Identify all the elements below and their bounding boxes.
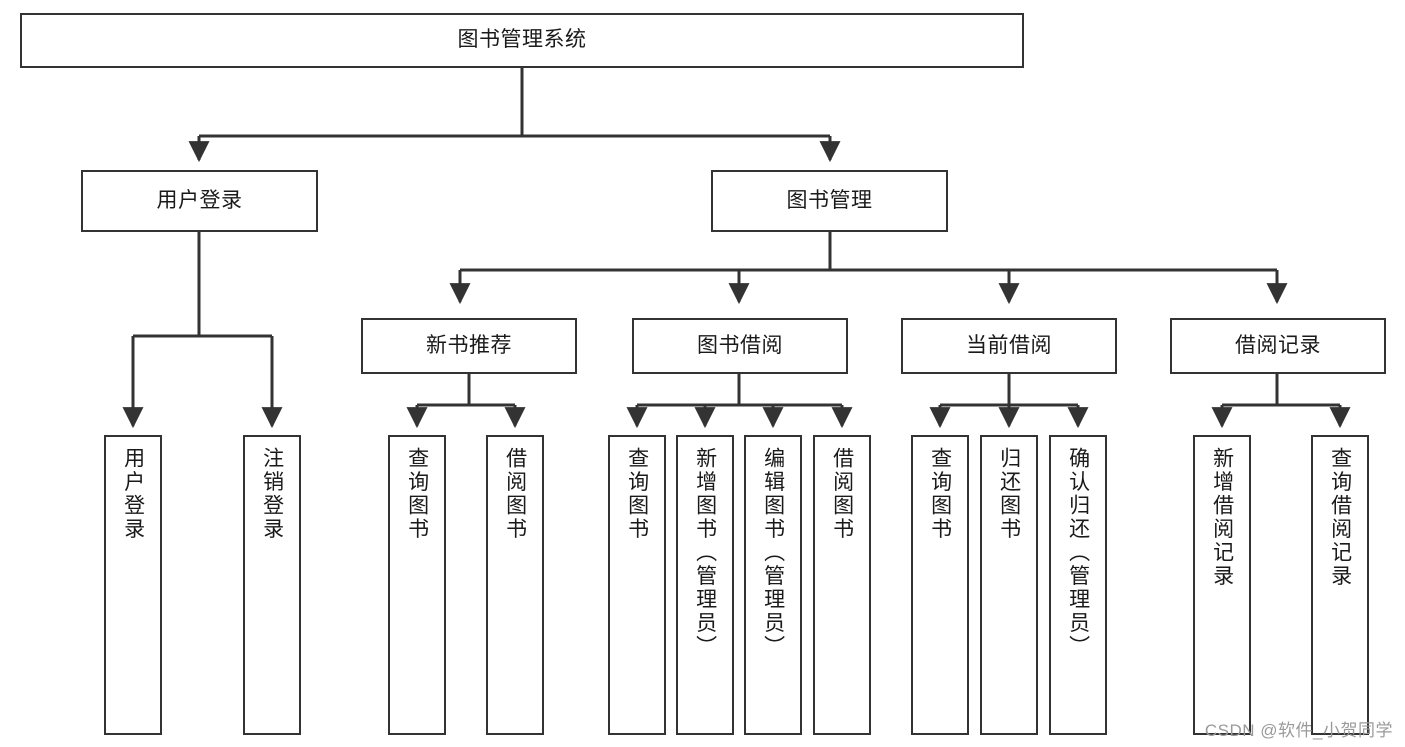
node-label: 查询图书: [625, 447, 649, 541]
node-label: 新增图书（管理员）: [693, 447, 717, 659]
node-label: 用户登录: [121, 447, 145, 541]
node-label: 查询图书: [928, 447, 952, 541]
node-label: 查询借阅记录: [1328, 447, 1352, 588]
node-label: 借阅记录: [1235, 333, 1321, 357]
node-user-login[interactable]: 用户登录: [81, 170, 318, 232]
node-root-book-management-system[interactable]: 图书管理系统: [20, 13, 1024, 68]
node-label: 编辑图书（管理员）: [761, 447, 785, 659]
leaf-add-borrow-record[interactable]: 新增借阅记录: [1193, 435, 1251, 735]
node-label: 新书推荐: [426, 333, 512, 357]
leaf-return-book[interactable]: 归还图书: [980, 435, 1038, 735]
leaf-add-book-admin[interactable]: 新增图书（管理员）: [676, 435, 734, 735]
leaf-query-book-recommend[interactable]: 查询图书: [388, 435, 446, 735]
leaf-confirm-return-admin[interactable]: 确认归还（管理员）: [1049, 435, 1107, 735]
leaf-user-login[interactable]: 用户登录: [104, 435, 162, 735]
leaf-borrow-book-recommend[interactable]: 借阅图书: [486, 435, 544, 735]
node-current-borrow[interactable]: 当前借阅: [901, 318, 1117, 374]
node-label: 归还图书: [997, 447, 1021, 541]
node-label: 新增借阅记录: [1210, 447, 1234, 588]
node-label: 图书借阅: [697, 333, 783, 357]
leaf-query-borrow-record[interactable]: 查询借阅记录: [1311, 435, 1369, 735]
node-label: 图书管理系统: [457, 28, 587, 52]
node-label: 用户登录: [156, 188, 243, 212]
leaf-borrow-book[interactable]: 借阅图书: [813, 435, 871, 735]
leaf-edit-book-admin[interactable]: 编辑图书（管理员）: [744, 435, 802, 735]
node-label: 查询图书: [405, 447, 429, 541]
node-label: 借阅图书: [830, 447, 854, 541]
node-label: 注销登录: [260, 447, 284, 541]
leaf-query-book-borrow[interactable]: 查询图书: [608, 435, 666, 735]
node-borrow-record[interactable]: 借阅记录: [1170, 318, 1386, 374]
leaf-user-logout[interactable]: 注销登录: [243, 435, 301, 735]
node-label: 当前借阅: [966, 333, 1052, 357]
csdn-watermark: CSDN @软件_小贺同学: [1204, 721, 1393, 740]
node-label: 确认归还（管理员）: [1066, 447, 1090, 659]
node-label: 借阅图书: [503, 447, 527, 541]
node-new-book-recommend[interactable]: 新书推荐: [361, 318, 577, 374]
node-book-borrow[interactable]: 图书借阅: [632, 318, 848, 374]
leaf-query-book-current[interactable]: 查询图书: [911, 435, 969, 735]
node-label: 图书管理: [786, 188, 873, 212]
node-book-management[interactable]: 图书管理: [711, 170, 948, 232]
